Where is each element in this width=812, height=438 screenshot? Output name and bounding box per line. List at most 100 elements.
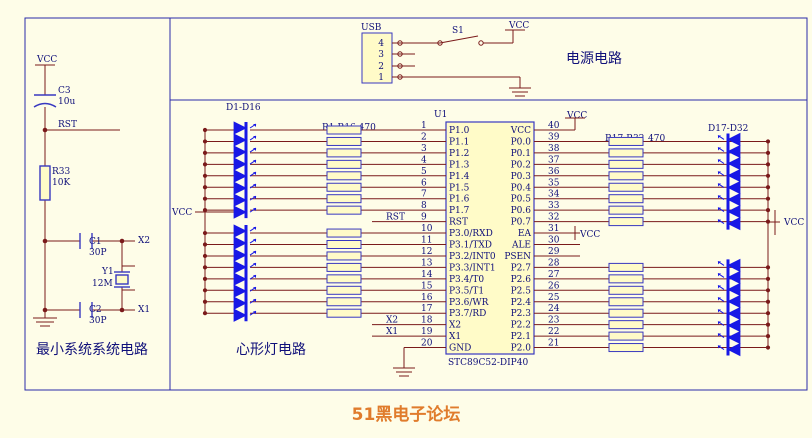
pin-number: 2 xyxy=(421,132,427,142)
pin-number: 16 xyxy=(421,293,433,303)
led-diode xyxy=(727,204,741,219)
x2-net-label: X2 xyxy=(138,236,150,246)
pin-number: 8 xyxy=(421,201,427,211)
usb-pin-4: 4 xyxy=(378,39,384,49)
pin-name: PSEN xyxy=(504,252,531,262)
led-diode xyxy=(727,258,741,273)
power-section-title: 电源电路 xyxy=(566,51,622,67)
pin-name: P0.5 xyxy=(511,195,532,205)
pin-name: P0.4 xyxy=(511,183,532,193)
resistor-left xyxy=(326,194,362,204)
chip-name: STC89C52-DIP40 xyxy=(448,358,528,368)
pin-number: 36 xyxy=(548,167,560,177)
resistor-left xyxy=(326,308,362,318)
led-diode xyxy=(233,121,247,135)
chip-net-x2: X2 xyxy=(386,316,398,326)
pin-name: P1.0 xyxy=(449,126,470,136)
resistor-left xyxy=(326,148,362,158)
pin-name: P0.2 xyxy=(511,160,531,170)
x1-net-label: X1 xyxy=(138,305,150,315)
resistor-left xyxy=(326,136,362,146)
led-diode xyxy=(233,205,247,219)
pin-name: P3.3/INT1 xyxy=(449,263,496,273)
led-stack-d9-d16 xyxy=(233,224,257,322)
u1-label: U1 xyxy=(434,110,447,120)
rst-net-label: RST xyxy=(58,120,77,130)
pin-name: P0.1 xyxy=(511,149,531,159)
led-diode xyxy=(233,248,247,262)
c2-value: 30P xyxy=(89,316,107,326)
resistor-left xyxy=(326,171,362,181)
pin-number: 9 xyxy=(421,213,427,223)
led-stack-d1-d8 xyxy=(233,121,257,219)
junction-rst xyxy=(42,127,48,133)
pin-number: 15 xyxy=(421,281,433,291)
pin-number: 4 xyxy=(421,155,427,165)
power-section: USB 4 3 2 1 S1 VCC 电源电路 xyxy=(361,21,622,97)
resistor-right xyxy=(608,308,644,318)
pin-number: 12 xyxy=(421,247,432,257)
pin-name: P1.6 xyxy=(449,195,470,205)
usb-pin-2: 2 xyxy=(378,62,384,72)
pin-name: P1.1 xyxy=(449,137,469,147)
usb-connector xyxy=(361,32,393,84)
pin-name: P0.3 xyxy=(511,172,532,182)
led-diode xyxy=(233,145,247,159)
pin-name: P3.5/T1 xyxy=(449,286,484,296)
pin-name: EA xyxy=(518,229,532,239)
pin-number: 34 xyxy=(548,190,560,200)
pin-number: 22 xyxy=(548,327,559,337)
right-vcc-label: VCC xyxy=(783,218,804,228)
pin-number: 13 xyxy=(421,258,433,268)
pin-number: 31 xyxy=(548,224,559,234)
resistor-left xyxy=(326,159,362,169)
pin-name: P0.0 xyxy=(511,137,532,147)
resistor-right xyxy=(608,205,644,215)
switch-label: S1 xyxy=(452,26,464,36)
pin-name: P1.5 xyxy=(449,183,470,193)
d17-d32-label: D17-D32 xyxy=(708,124,748,134)
usb-label: USB xyxy=(361,23,382,33)
pin-name: P3.6/WR xyxy=(449,298,489,308)
pin-name: P1.4 xyxy=(449,172,470,182)
led-diode xyxy=(727,156,741,171)
resistor-right xyxy=(608,136,644,146)
pin-name: P2.0 xyxy=(511,344,532,354)
c1-label: C1 xyxy=(89,237,102,247)
pin-number: 37 xyxy=(548,155,560,165)
resistor-right xyxy=(608,262,644,272)
led-diode xyxy=(727,342,741,357)
chip-net-x1: X1 xyxy=(386,327,398,337)
pin-number: 32 xyxy=(548,213,559,223)
pin-number: 25 xyxy=(548,293,560,303)
pin-name: P1.7 xyxy=(449,206,470,216)
pin-name: P1.3 xyxy=(449,160,470,170)
resistor-right xyxy=(608,217,644,227)
usb-pin-3: 3 xyxy=(378,50,384,60)
pin-number: 29 xyxy=(548,247,560,257)
led-diode xyxy=(233,260,247,274)
resistor-right xyxy=(608,285,644,295)
pin-name: ALE xyxy=(511,241,531,251)
pin-number: 6 xyxy=(421,178,427,188)
outer-frame xyxy=(24,17,808,391)
usb-pin-1: 1 xyxy=(378,73,384,83)
resistor-left xyxy=(326,297,362,307)
led-diode xyxy=(233,296,247,310)
pin-number: 39 xyxy=(548,132,560,142)
resistor-left xyxy=(326,274,362,284)
y1-value: 12M xyxy=(92,279,113,289)
led-diode xyxy=(727,192,741,207)
section-frames xyxy=(24,17,808,391)
resistor-left xyxy=(326,205,362,215)
pin-name: P3.4/T0 xyxy=(449,275,484,285)
resistor-right xyxy=(608,320,644,330)
ea-vcc-label: VCC xyxy=(579,230,600,240)
resistor-right xyxy=(608,159,644,169)
pin-number: 20 xyxy=(421,339,433,349)
pin-number: 10 xyxy=(421,224,433,234)
resistor-right xyxy=(608,171,644,181)
resistor-left xyxy=(326,228,362,238)
